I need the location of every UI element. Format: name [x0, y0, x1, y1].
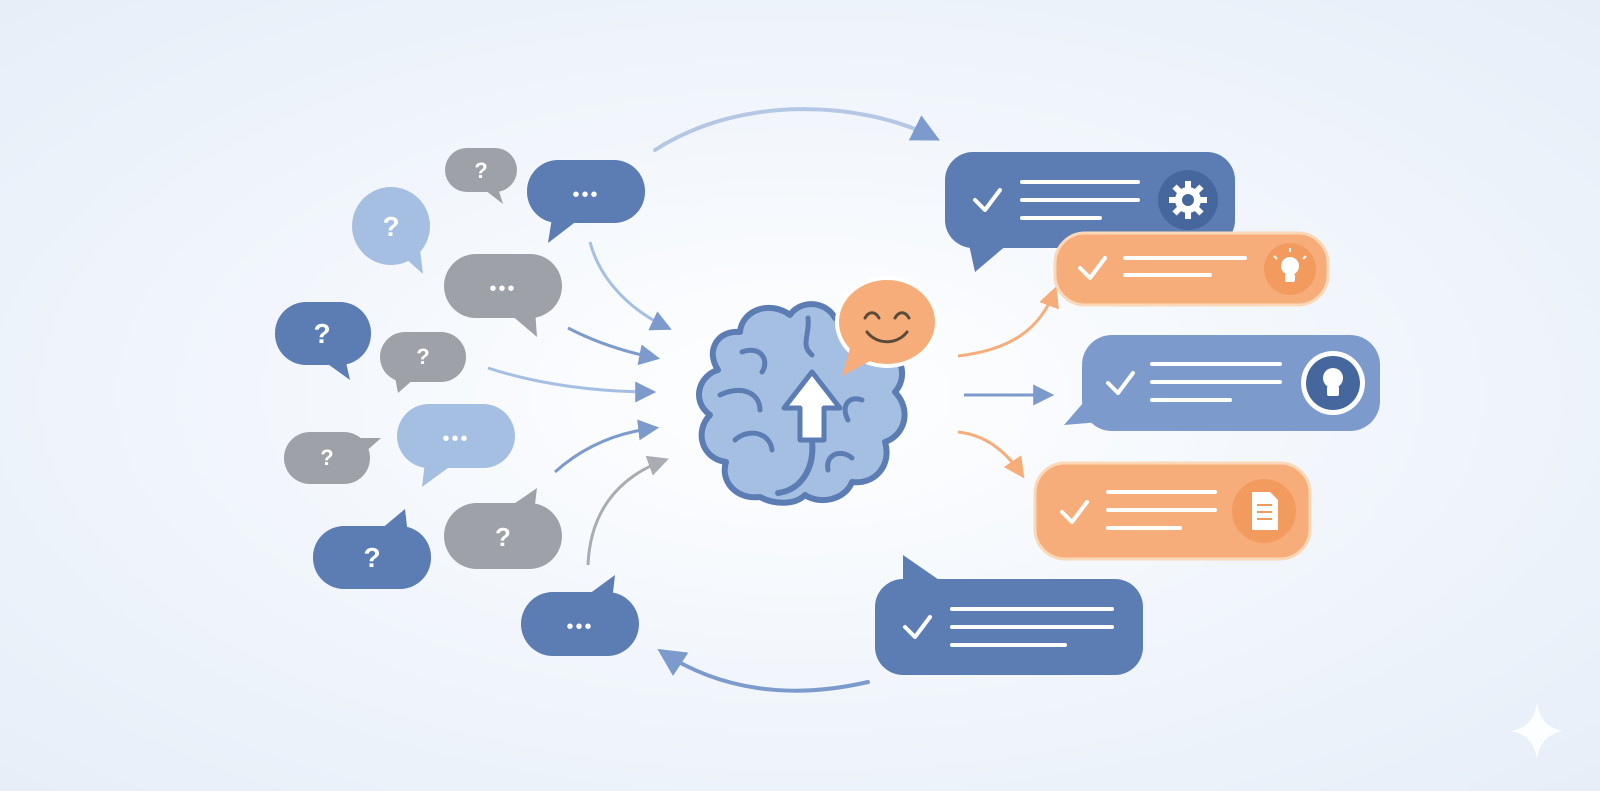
inflow-arrow	[553, 419, 660, 474]
question-mark-icon: ?	[382, 211, 399, 242]
speech-bubble-question: ?	[380, 332, 466, 393]
up-arrow-icon	[781, 369, 843, 443]
speech-bubble-ellipsis: •••	[444, 254, 562, 337]
question-mark-icon: ?	[363, 542, 380, 573]
ellipsis-icon: •••	[489, 278, 516, 300]
ellipsis-icon: •••	[566, 616, 593, 638]
question-mark-icon: ?	[474, 158, 487, 183]
cycle-arrow-top	[653, 107, 940, 152]
speech-bubble-question: ?	[352, 187, 430, 274]
speech-bubble-question: ?	[313, 509, 431, 589]
checkmark-icon	[903, 615, 932, 639]
lightbulb-icon	[1273, 248, 1307, 282]
response-bubble-gear	[945, 152, 1235, 272]
speech-bubble-question: ?	[284, 432, 381, 484]
speech-bubble-question: ?	[444, 488, 562, 569]
speech-bubble-question: ?	[275, 302, 371, 380]
smiley-icon	[835, 276, 939, 376]
question-mark-icon: ?	[495, 522, 511, 552]
question-mark-icon: ?	[320, 445, 333, 470]
response-bubble-check	[875, 555, 1143, 675]
outflow-arrow	[957, 430, 1025, 479]
inflow-arrow	[588, 241, 672, 331]
ellipsis-icon: •••	[442, 428, 469, 450]
speech-bubble-question: ?	[445, 148, 517, 204]
document-icon	[1252, 492, 1278, 530]
sparkle-icon	[1511, 703, 1563, 759]
question-mark-icon: ?	[313, 318, 330, 349]
response-bubble-lightbulb	[1064, 335, 1380, 431]
speech-bubble-ellipsis: •••	[521, 575, 639, 656]
lightbulb-icon	[1323, 368, 1343, 396]
outflow-arrow	[957, 286, 1059, 358]
inflow-arrow	[586, 455, 669, 566]
inflow-arrow	[487, 366, 657, 403]
question-mark-icon: ?	[416, 344, 429, 369]
checkmark-icon	[1106, 371, 1135, 395]
gear-icon	[1169, 181, 1207, 219]
response-bubble-lightbulb	[1053, 231, 1330, 307]
checkmark-icon	[973, 188, 1002, 212]
ellipsis-icon: •••	[572, 184, 599, 206]
speech-bubble-ellipsis: •••	[397, 404, 515, 487]
checkmark-icon	[1060, 500, 1089, 524]
cycle-arrow-bottom	[657, 648, 870, 693]
speech-bubble-ellipsis: •••	[527, 160, 645, 243]
checkmark-icon	[1078, 256, 1107, 280]
response-bubble-document	[1033, 461, 1312, 561]
inflow-arrow	[567, 326, 661, 366]
